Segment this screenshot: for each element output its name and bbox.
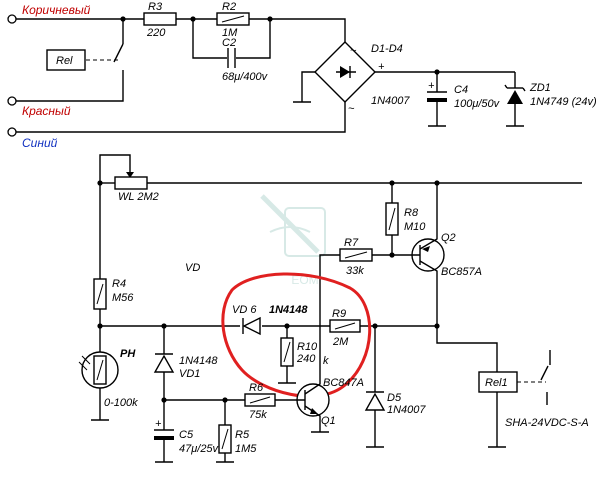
c2-value: 68μ/400v [222, 71, 269, 83]
potentiometer-wl: WL 2M2 [114, 176, 159, 203]
c5-value: 47μ/25v [179, 443, 220, 455]
resistor-r8: R8 M10 [385, 202, 426, 236]
resistor-r4: R4 M56 [93, 278, 134, 310]
vd1-name: VD1 [179, 368, 200, 380]
terminal-blue [7, 127, 17, 137]
bridge-rectifier: ~ ~ D1-D4 1N4007 + [314, 41, 410, 115]
c5-name: C5 [179, 429, 194, 441]
q1-part: BC847A [323, 377, 364, 389]
transistor-q1: BC847A Q1 [275, 368, 364, 433]
bridge-ac1: ~ [350, 45, 357, 57]
c4-value: 100μ/50v [454, 98, 501, 110]
wl-label: WL 2M2 [118, 191, 159, 203]
c4-name: C4 [454, 84, 468, 96]
r10-value: 240 [296, 353, 316, 365]
ph-range: 0-100k [104, 397, 138, 409]
bridge-name: D1-D4 [371, 43, 403, 55]
resistor-r9: R9 2M [329, 308, 361, 348]
zener-zd1: ZD1 1N4749 (24v) [504, 72, 597, 127]
q2-name: Q2 [441, 232, 456, 244]
r3-value: 220 [146, 27, 166, 39]
r8-name: R8 [404, 207, 419, 219]
r4-value: M56 [112, 292, 134, 304]
resistor-r2: R2 1M [216, 1, 250, 39]
diode-vd6: VD 6 1N4148 [232, 304, 308, 336]
vd1-part: 1N4148 [179, 355, 218, 367]
r3-name: R3 [148, 1, 163, 13]
d5-part: 1N4007 [387, 404, 426, 416]
transistor-q2: Q2 BC857A [392, 183, 482, 326]
r8-value: M10 [404, 221, 426, 233]
r6-name: R6 [249, 382, 264, 394]
zd1-part: 1N4749 (24v) [530, 96, 597, 108]
r9-name: R9 [332, 308, 346, 320]
resistor-r6: R6 75k [244, 382, 276, 421]
c5-plus: + [155, 418, 162, 430]
r9-value: 2M [332, 336, 349, 348]
photoresistor-ph: PH 0-100k [78, 348, 138, 409]
highlight-loop [221, 272, 372, 398]
rel1-label: Rel1 [485, 377, 508, 389]
ph-name: PH [120, 348, 136, 360]
relay-coil-top: Rel [46, 49, 86, 71]
zd1-name: ZD1 [529, 82, 551, 94]
q2-part: BC857A [441, 266, 482, 278]
relay-contact-rel1: SHA-24VDC-S-A [505, 350, 589, 429]
vd-label: VD [185, 262, 200, 274]
r10-name: R10 [297, 341, 318, 353]
resistor-r3: R3 220 [143, 1, 177, 39]
r4-name: R4 [112, 278, 126, 290]
r2-value: 1M [222, 27, 238, 39]
capacitor-c2: C2 68μ/400v [222, 37, 269, 83]
bridge-part: 1N4007 [371, 95, 410, 107]
vd6-name: VD 6 [232, 304, 257, 316]
r7-value: 33k [346, 265, 364, 277]
rel-top-label: Rel [56, 55, 73, 67]
resistor-r10: R10 240 [280, 337, 318, 367]
capacitor-c5: + C5 47μ/25v [154, 418, 220, 463]
vd6-part: 1N4148 [269, 304, 308, 316]
r2-name: R2 [222, 1, 236, 13]
r5-value: 1M5 [235, 443, 257, 455]
r6-value: 75k [249, 409, 267, 421]
capacitor-c4: + C4 100μ/50v [427, 72, 501, 127]
bridge-plus: + [378, 61, 385, 73]
label-blue: Синий [22, 136, 58, 150]
relay-part: SHA-24VDC-S-A [505, 417, 589, 429]
relay-coil-rel1: Rel1 [478, 371, 518, 393]
bridge-ac2: ~ [348, 103, 355, 115]
diode-d5: D5 1N4007 [364, 326, 426, 448]
d5-name: D5 [387, 392, 402, 404]
resistor-r5: R5 1M5 [218, 424, 257, 455]
relay-contact-top [16, 19, 124, 102]
resistor-r7: R7 33k [339, 237, 373, 277]
r7-name: R7 [344, 237, 359, 249]
terminal-brown [7, 14, 17, 24]
label-brown: Коричневый [22, 3, 91, 17]
r5-name: R5 [235, 429, 250, 441]
c4-plus: + [428, 80, 435, 92]
label-red: Красный [22, 104, 71, 118]
c2-name: C2 [222, 37, 236, 49]
k-label: k [323, 355, 329, 367]
terminal-red [7, 96, 17, 106]
q1-name: Q1 [321, 415, 336, 427]
